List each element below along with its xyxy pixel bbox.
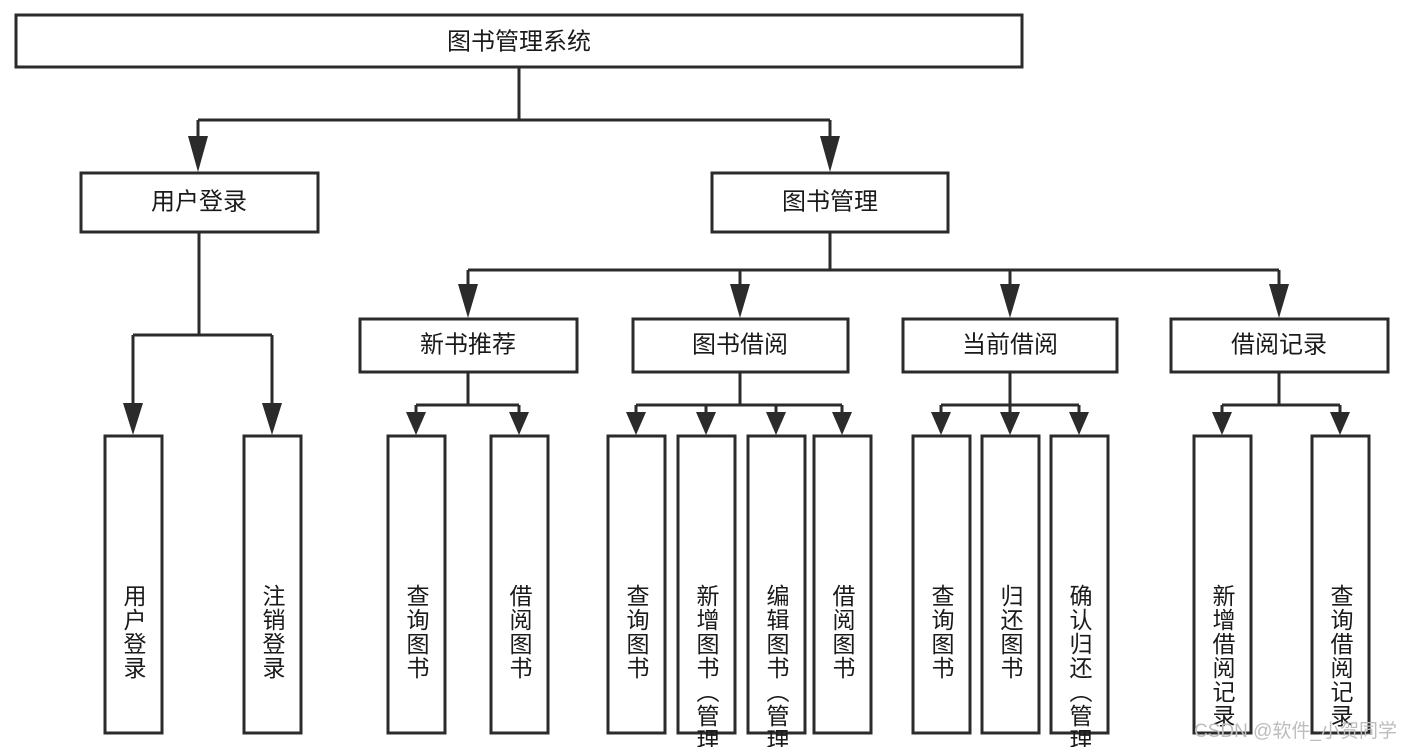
node-book-management[interactable]: 图书管理 <box>710 171 950 234</box>
leaf-current-borrow-return[interactable]: 归还图书 <box>980 434 1041 735</box>
leaf-new-book-borrow[interactable]: 借阅图书 <box>489 434 550 735</box>
leaf-borrow-record-add[interactable]: 新增借阅记录 <box>1192 434 1253 735</box>
leaf-book-borrow-borrow-label: 借阅图书 <box>829 584 856 680</box>
leaf-new-book-query[interactable]: 查询图书 <box>386 434 447 735</box>
leaf-user-login-logout[interactable]: 注销登录 <box>242 434 303 735</box>
leaf-current-borrow-confirm-label: 确认归还（管理员） <box>1066 584 1093 747</box>
leaf-user-login-logout-label: 注销登录 <box>259 584 286 680</box>
node-root-label: 图书管理系统 <box>447 28 591 55</box>
leaf-new-book-borrow-label: 借阅图书 <box>506 584 533 680</box>
node-borrow-record[interactable]: 借阅记录 <box>1169 317 1390 374</box>
node-new-book-recommend-label: 新书推荐 <box>420 331 516 358</box>
node-book-management-label: 图书管理 <box>782 188 878 215</box>
connector-root-to-level2 <box>188 67 840 172</box>
node-current-borrow[interactable]: 当前借阅 <box>901 317 1119 374</box>
node-book-borrow[interactable]: 图书借阅 <box>631 317 850 374</box>
leaf-book-borrow-query-label: 查询图书 <box>623 584 650 680</box>
node-book-borrow-label: 图书借阅 <box>692 331 788 358</box>
leaf-user-login-login-label: 用户登录 <box>120 584 147 680</box>
leaf-current-borrow-return-label: 归还图书 <box>997 584 1024 680</box>
csdn-watermark: CSDN @软件_小贺同学 <box>1194 721 1397 742</box>
node-root-system[interactable]: 图书管理系统 <box>14 13 1024 69</box>
leaf-new-book-query-label: 查询图书 <box>403 584 430 680</box>
leaf-book-borrow-add-label: 新增图书（管理员） <box>693 584 720 747</box>
leaf-book-borrow-edit[interactable]: 编辑图书（管理员） <box>746 434 807 747</box>
connector-bookmgmt-to-level3 <box>458 232 1289 318</box>
leaf-book-borrow-borrow[interactable]: 借阅图书 <box>812 434 873 735</box>
leaf-borrow-record-add-label: 新增借阅记录 <box>1209 584 1236 728</box>
leaf-current-borrow-query[interactable]: 查询图书 <box>911 434 972 735</box>
leaf-current-borrow-confirm[interactable]: 确认归还（管理员） <box>1049 434 1110 747</box>
connector-bookborrow-to-leaves <box>626 372 852 435</box>
leaf-book-borrow-edit-label: 编辑图书（管理员） <box>763 584 790 747</box>
leaf-borrow-record-query[interactable]: 查询借阅记录 <box>1310 434 1371 735</box>
node-current-borrow-label: 当前借阅 <box>962 331 1058 358</box>
connector-userlogin-to-leaves <box>123 232 282 435</box>
leaf-current-borrow-query-label: 查询图书 <box>928 584 955 680</box>
leaf-user-login-login[interactable]: 用户登录 <box>103 434 164 735</box>
leaf-borrow-record-query-label: 查询借阅记录 <box>1327 584 1354 728</box>
leaf-book-borrow-query[interactable]: 查询图书 <box>606 434 667 735</box>
leaf-book-borrow-add[interactable]: 新增图书（管理员） <box>676 434 737 747</box>
node-user-login-label: 用户登录 <box>151 188 247 215</box>
node-borrow-record-label: 借阅记录 <box>1231 331 1327 358</box>
connector-currentborrow-to-leaves <box>931 372 1089 435</box>
connector-borrowrecord-to-leaves <box>1212 372 1350 435</box>
connector-newbook-to-leaves <box>406 372 529 435</box>
node-user-login[interactable]: 用户登录 <box>79 171 320 234</box>
node-new-book-recommend[interactable]: 新书推荐 <box>358 317 579 374</box>
